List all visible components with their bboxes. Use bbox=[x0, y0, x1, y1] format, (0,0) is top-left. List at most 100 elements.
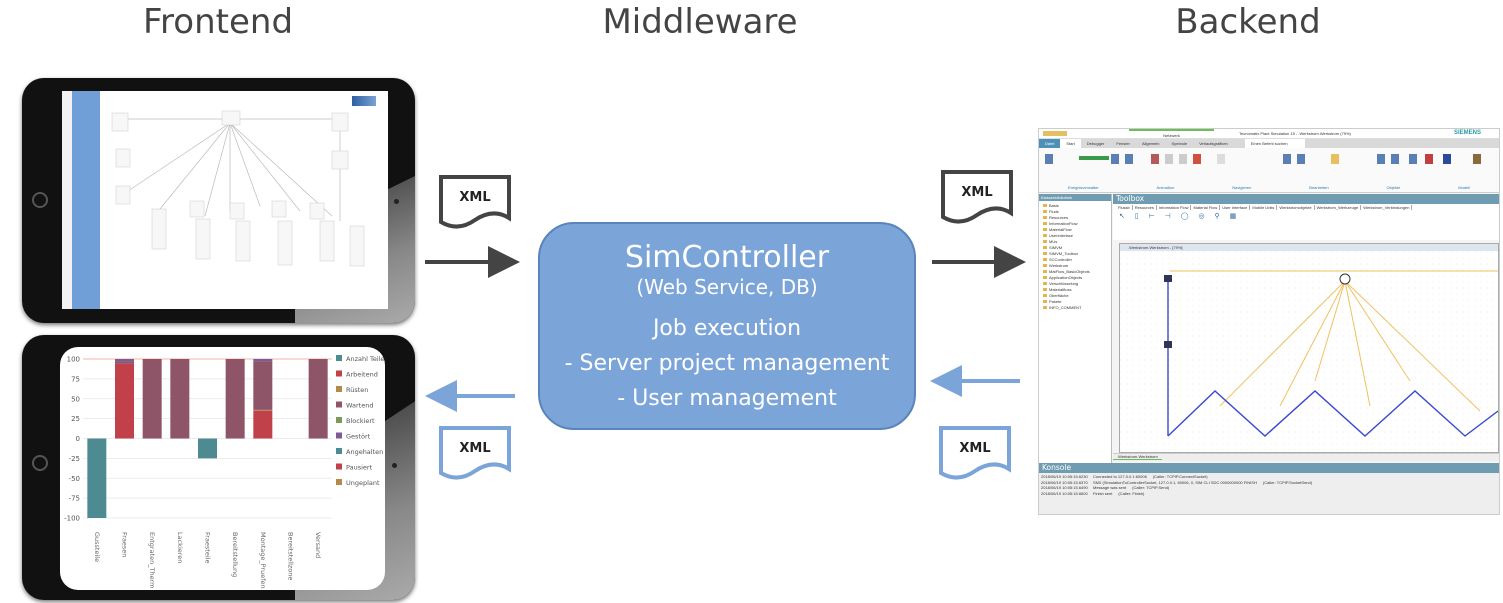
ribbon-tab-datei[interactable]: Datei bbox=[1039, 139, 1061, 148]
console-cell: (Caller: Finish) bbox=[1118, 490, 1145, 496]
plant-simulation-window: Netzwerk Tecnomatix Plant Simulation 15 … bbox=[1038, 128, 1500, 515]
toolbox-tab[interactable]: Werkstrom_Verbindungen bbox=[1361, 205, 1413, 210]
ribbon-tab-symbole[interactable]: Symbole bbox=[1171, 141, 1188, 146]
legend-swatch bbox=[336, 370, 342, 377]
y-tick-label: -50 bbox=[69, 475, 80, 483]
legend-label: Arbeitend bbox=[346, 371, 378, 379]
network-graph bbox=[1120, 251, 1499, 451]
console-cell: (Caller: TCPIP.ConnectSocket) bbox=[1152, 474, 1208, 479]
legend-swatch bbox=[336, 463, 342, 470]
legend-label: Ungeplant bbox=[346, 479, 380, 487]
x-tick-label: Fraesteile bbox=[204, 532, 212, 563]
ribbon-group-label: Objekte bbox=[1386, 185, 1401, 190]
xml-label: XML bbox=[459, 441, 491, 456]
network-window: .Werkstrom.Werkstrom - [79%] bbox=[1119, 243, 1499, 453]
tree-item[interactable]: Werkstrom bbox=[1043, 263, 1107, 269]
legend-swatch bbox=[336, 386, 342, 392]
toolbox-tab[interactable]: Resources bbox=[1132, 205, 1157, 210]
toolbox-tab[interactable]: User Interface bbox=[1220, 205, 1251, 210]
console-cell: SND (SimulationToControllerSocket, 127.0… bbox=[1093, 479, 1257, 485]
tree-item[interactable]: ApplicationObjects bbox=[1043, 275, 1107, 281]
network-tab[interactable]: .Werkstrom.Werkstrom bbox=[1113, 454, 1162, 460]
console-title: Konsole bbox=[1039, 463, 1499, 473]
ribbon-tab-allgemein[interactable]: Allgemein bbox=[1141, 141, 1160, 146]
console-cell: 2018/06/19 10:05:15.6230 bbox=[1041, 474, 1088, 479]
legend-label: Wartend bbox=[346, 402, 373, 410]
y-tick-label: 75 bbox=[71, 375, 80, 383]
simcontroller-title: SimController bbox=[624, 240, 830, 275]
y-tick-label: 0 bbox=[76, 435, 80, 443]
xml-label: XML bbox=[459, 190, 491, 205]
ribbon-group-label: Animation bbox=[1156, 185, 1175, 190]
tree-item[interactable]: INFO_COMMENT bbox=[1043, 305, 1107, 311]
toolbox-tab[interactable]: Werkstromobjekte bbox=[1277, 205, 1315, 210]
tree-item[interactable]: MatFlow_BasicObjects bbox=[1043, 269, 1107, 275]
x-tick-label: Versand bbox=[314, 532, 322, 558]
toolbox-tab[interactable]: Flussb bbox=[1116, 205, 1133, 210]
tree-item[interactable]: Oberfläche bbox=[1043, 293, 1107, 299]
ribbon-group-label: Modell bbox=[1458, 185, 1471, 190]
tree-item[interactable]: UserInterface bbox=[1043, 233, 1107, 239]
simcontroller-subtitle: (Web Service, DB) bbox=[636, 275, 818, 299]
tree-item[interactable]: Fluds bbox=[1043, 209, 1107, 215]
y-tick-label: 50 bbox=[71, 395, 80, 403]
context-tab: Netzwerk bbox=[1129, 129, 1214, 139]
tree-item[interactable]: MUs bbox=[1043, 239, 1107, 245]
frontend-model-screen bbox=[62, 91, 388, 309]
tree-item[interactable]: Resources bbox=[1043, 215, 1107, 221]
toolbox-tab[interactable]: Werkstrom_Werkzeuge bbox=[1314, 205, 1362, 210]
bar-segment bbox=[253, 409, 273, 411]
toolbox-title: Toolbox bbox=[1113, 194, 1499, 204]
legend-label: Anzahl Teile bbox=[346, 355, 384, 363]
console-cell: Connected to 127.0.0.1:60006 bbox=[1093, 474, 1147, 479]
model-graph bbox=[111, 110, 365, 267]
xml-document-icon: XML bbox=[940, 169, 1014, 225]
y-tick-label: -75 bbox=[69, 495, 80, 503]
bar-segment bbox=[198, 438, 217, 459]
tree-item[interactable]: Verschlüsselung bbox=[1043, 281, 1107, 287]
backend-heading: Backend bbox=[1175, 2, 1321, 42]
x-tick-label: Bereitstellzone bbox=[287, 532, 295, 580]
tree-item[interactable]: Basis bbox=[1043, 203, 1107, 209]
legend-swatch bbox=[336, 432, 342, 439]
legend-label: Gestört bbox=[346, 433, 371, 441]
tree-item[interactable]: InformationFlow bbox=[1043, 221, 1107, 227]
ribbon-tab-debugger[interactable]: Debugger bbox=[1086, 141, 1105, 146]
xml-document-icon: XML bbox=[438, 425, 512, 481]
y-tick-label: 25 bbox=[71, 415, 80, 423]
toolbox-tab[interactable]: Material Flow bbox=[1191, 205, 1221, 210]
tree-item[interactable]: Materialfluss bbox=[1043, 287, 1107, 293]
x-tick-label: Gussteile bbox=[93, 532, 101, 562]
legend-label: Blockiert bbox=[346, 417, 375, 425]
tree-item[interactable]: MaterialFlow bbox=[1043, 227, 1107, 233]
console-cell: Message was sent bbox=[1093, 485, 1127, 490]
ribbon-group-label: Ereignisverwalter bbox=[1067, 185, 1099, 190]
console-cell: (Caller: TCPIP.Send) bbox=[1132, 485, 1170, 490]
tree-item[interactable]: SIMVM_Toolbox bbox=[1043, 251, 1107, 257]
y-tick-label: 100 bbox=[67, 356, 80, 364]
camera-icon bbox=[392, 463, 397, 468]
x-tick-label: Montage_Pruefen bbox=[259, 532, 267, 589]
tree-item[interactable]: SIMVM bbox=[1043, 245, 1107, 251]
ribbon-tab-fenster[interactable]: Fenster bbox=[1116, 141, 1130, 146]
toolbox-tab[interactable]: Mobile Units bbox=[1250, 205, 1278, 210]
middleware-heading: Middleware bbox=[602, 2, 798, 42]
y-tick-label: -100 bbox=[64, 515, 80, 523]
tree-item[interactable]: Pakete bbox=[1043, 299, 1107, 305]
toolbox-tab[interactable]: Information Flow bbox=[1156, 205, 1192, 210]
ribbon-tab-start[interactable]: Start bbox=[1060, 139, 1081, 148]
quick-access-toolbar bbox=[1043, 131, 1067, 136]
console-cell: 2018/06/19 10:05:15.6370 bbox=[1041, 479, 1088, 485]
ribbon-search[interactable]: Einen Befehl suchen bbox=[1244, 139, 1305, 148]
tree-item[interactable]: SCController bbox=[1043, 257, 1107, 263]
ribbon-group-label: Bearbeiten bbox=[1309, 185, 1329, 190]
toolbox-icons: ↖ ▯ ⊢ ⊣ ◯ ◎ ⚲ ▦ bbox=[1119, 213, 1241, 220]
ribbon-tab-verlaufsgrafiken[interactable]: Verlaufsgrafiken bbox=[1199, 141, 1228, 146]
middleware-feature: - User management bbox=[617, 386, 837, 411]
